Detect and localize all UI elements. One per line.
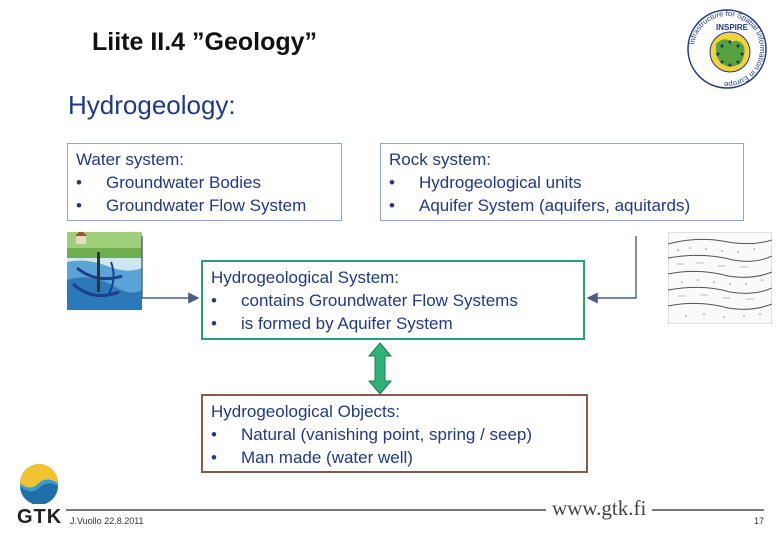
list-item: Hydrogeological units [389,171,735,194]
section-title: Hydrogeology: [68,90,236,120]
gtk-logo-icon [20,464,58,504]
list-item: Aquifer System (aquifers, aquitards) [389,194,735,217]
hydrogeological-objects-title: Hydrogeological Objects: [211,402,400,421]
hydrogeological-system-title: Hydrogeological System: [211,268,400,287]
hydrogeological-objects-box: Hydrogeological Objects: Natural (vanish… [201,394,588,473]
list-item: Natural (vanishing point, spring / seep) [211,423,578,446]
list-item: is formed by Aquifer System [211,312,575,335]
inspire-globe-logo-icon: Infrastructure for Spatial Information i… [687,9,767,89]
list-item: Man made (water well) [211,446,578,469]
footer-author-date: J.Vuollo 22.8.2011 [70,516,144,526]
footer-url: www.gtk.fi [552,496,647,520]
footer-divider-right [652,509,764,511]
list-item: Groundwater Flow System [76,194,333,217]
water-system-box: Water system: Groundwater Bodies Groundw… [67,143,342,221]
list-item: contains Groundwater Flow Systems [211,289,575,312]
aquifer-cross-section-drawing [668,232,772,324]
footer-divider-left [66,509,546,511]
arrow-right-to-system [586,236,637,304]
double-arrow-green [367,342,393,395]
hydrogeological-system-box: Hydrogeological System: contains Groundw… [201,260,585,340]
gtk-logo-text: GTK [17,506,63,528]
water-system-title: Water system: [76,150,184,169]
page-number: 17 [754,516,765,526]
list-item: Groundwater Bodies [76,171,333,194]
groundwater-flow-illustration [67,232,142,310]
slide-title: Liite II.4 ”Geology” [92,28,318,56]
rock-system-box: Rock system: Hydrogeological units Aquif… [380,143,744,221]
arrow-left-to-system [141,236,200,304]
inspire-logo-name: INSPIRE [716,23,749,32]
rock-system-title: Rock system: [389,150,492,169]
